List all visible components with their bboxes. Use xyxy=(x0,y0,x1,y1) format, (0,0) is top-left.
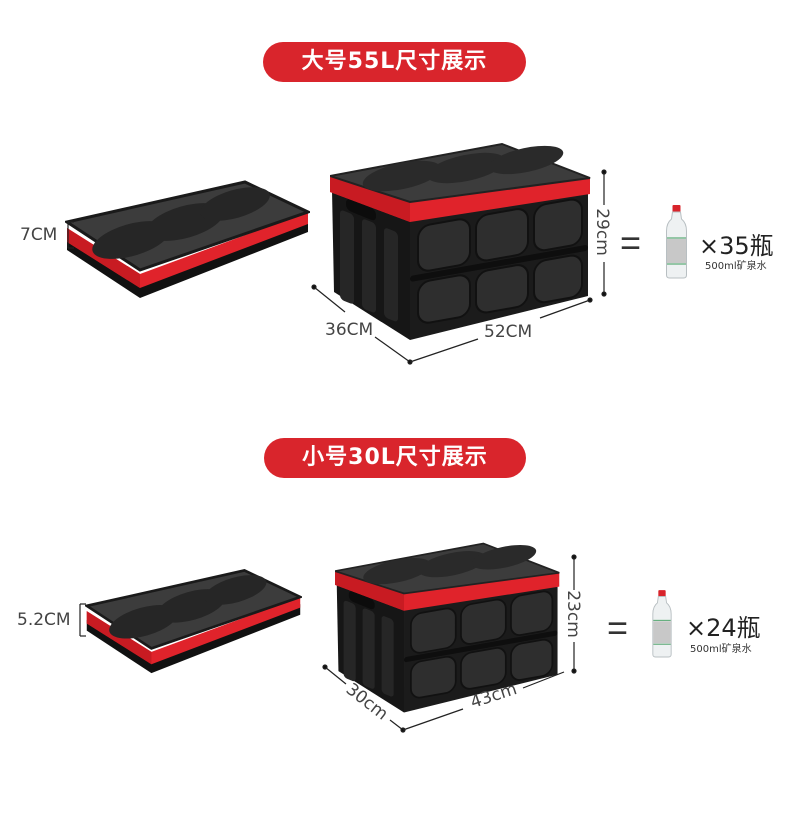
small-folded-height-label: 5.2CM xyxy=(17,610,71,630)
large-bottle-desc: 500ml矿泉水 xyxy=(705,261,767,272)
small-bottle-count: ×24瓶 xyxy=(686,614,761,642)
large-folded-height-label: 7CM xyxy=(20,225,58,245)
small-bottle-desc: 500ml矿泉水 xyxy=(690,644,752,655)
large-width-label: 52CM xyxy=(484,322,533,342)
small-size-title-badge: 小号30L尺寸展示 xyxy=(264,438,526,478)
large-size-title-badge: 大号55L尺寸展示 xyxy=(263,42,526,82)
large-bottle-count: ×35瓶 xyxy=(699,232,774,260)
large-depth-label: 36CM xyxy=(325,320,374,340)
equals-sign: = xyxy=(607,607,629,648)
equals-sign: = xyxy=(620,222,642,263)
